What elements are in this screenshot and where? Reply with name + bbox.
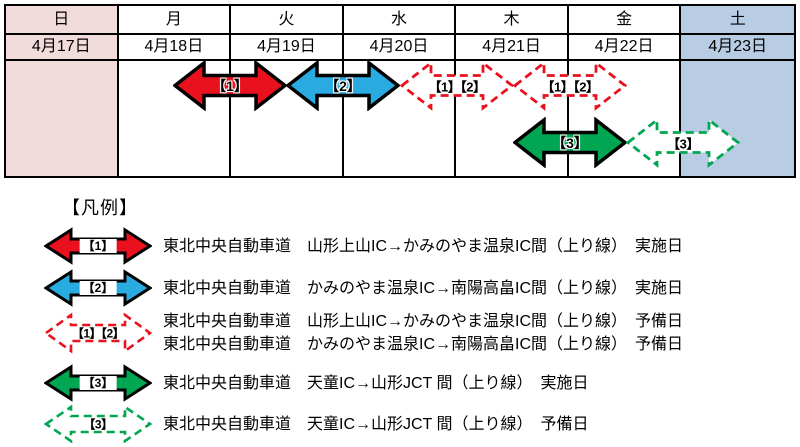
legend-title: 【凡例】 (62, 198, 138, 218)
legend-arrow-dashed-green-icon: 【3】 (43, 403, 153, 445)
legend-arrow-solid-red-icon: 【1】 (43, 227, 153, 265)
legend-item-work-3: 【3】 東北中央自動車道 天童IC→山形JCT 間（上り線） 実施日 (43, 364, 589, 402)
legend-arrow-solid-green-icon: 【3】 (43, 364, 153, 402)
weekday-cell-saturday: 土 (681, 6, 794, 35)
date-cell-monday: 4月18日 (118, 35, 232, 61)
legend-item-text: 東北中央自動車道 天童IC→山形JCT 間（上り線） 予備日 (163, 415, 589, 433)
legend-marker-label: 【1】【2】 (71, 326, 125, 341)
arrow-work-2: 【2】 (286, 60, 400, 111)
date-cell-saturday: 4月23日 (681, 35, 794, 61)
body-cell-saturday (681, 61, 794, 176)
legend-item-text: 東北中央自動車道 山形上山IC→かみのやま温泉IC間（上り線） 実施日 (163, 237, 684, 255)
legend-marker-label: 【2】 (79, 281, 117, 295)
body-cell-tuesday (231, 61, 344, 176)
date-cell-thursday: 4月21日 (456, 35, 569, 61)
legend-item-reserve-3: 【3】 東北中央自動車道 天童IC→山形JCT 間（上り線） 予備日 (43, 403, 589, 445)
arrow-label: 【1】 (212, 77, 248, 94)
date-cell-friday: 4月22日 (568, 35, 682, 61)
date-cell-wednesday: 4月20日 (343, 35, 457, 61)
arrow-label: 【3】 (552, 134, 588, 151)
arrow-label: 【2】 (325, 77, 361, 94)
legend-item-text: 東北中央自動車道 天童IC→山形JCT 間（上り線） 実施日 (163, 374, 589, 392)
double-arrow-solid-icon (286, 60, 400, 111)
double-arrow-solid-icon (513, 117, 627, 168)
arrow-work-1: 【1】 (173, 60, 287, 111)
body-cell-wednesday (344, 61, 457, 176)
body-cell-thursday (456, 61, 569, 176)
arrow-work-3: 【3】 (513, 117, 627, 168)
legend-arrow-dashed-red-icon: 【1】【2】 (43, 311, 153, 355)
legend-item-work-2: 【2】 東北中央自動車道 かみのやま温泉IC→南陽高畠IC間（上り線） 実施日 (43, 269, 684, 307)
legend-marker-label: 【1】 (79, 239, 117, 253)
schedule-calendar-table: 日 月 火 水 木 金 土 4月17日 4月18日 4月19日 4月20日 4月… (4, 4, 796, 178)
legend-arrow-solid-blue-icon: 【2】 (43, 269, 153, 307)
weekday-cell-thursday: 木 (456, 6, 569, 35)
legend-item-text: 東北中央自動車道 かみのやま温泉IC→南陽高畠IC間（上り線） 予備日 (163, 336, 684, 353)
arrow-label: 【3】 (667, 136, 699, 151)
body-cell-sunday (6, 61, 119, 176)
date-cell-sunday: 4月17日 (6, 35, 119, 61)
legend-item-work-1: 【1】 東北中央自動車道 山形上山IC→かみのやま温泉IC間（上り線） 実施日 (43, 227, 684, 265)
legend-item-reserve-1-2: 【1】【2】 東北中央自動車道 山形上山IC→かみのやま温泉IC間（上り線） 予… (43, 310, 684, 356)
double-arrow-dashed-icon (513, 60, 627, 111)
weekday-cell-friday: 金 (568, 6, 682, 35)
double-arrow-dashed-icon (400, 60, 514, 111)
legend-item-text: 東北中央自動車道 山形上山IC→かみのやま温泉IC間（上り線） 予備日 (163, 313, 684, 330)
legend-item-text: 東北中央自動車道 かみのやま温泉IC→南陽高畠IC間（上り線） 実施日 (163, 279, 684, 297)
arrow-reserve-1-2-b: 【1】【2】 (513, 60, 627, 111)
weekday-cell-tuesday: 火 (231, 6, 344, 35)
arrow-reserve-1-2-a: 【1】【2】 (400, 60, 514, 111)
legend-marker-label: 【3】 (79, 376, 117, 390)
body-cell-friday (569, 61, 682, 176)
weekday-cell-monday: 月 (118, 6, 232, 35)
weekday-cell-sunday: 日 (6, 6, 119, 35)
weekday-cell-wednesday: 水 (343, 6, 457, 35)
body-cell-monday (119, 61, 232, 176)
arrow-label: 【1】【2】 (428, 79, 486, 94)
legend-marker-label: 【3】 (83, 417, 113, 432)
arrow-reserve-3: 【3】 (626, 117, 740, 168)
double-arrow-solid-icon (173, 60, 287, 111)
date-cell-tuesday: 4月19日 (231, 35, 344, 61)
arrow-label: 【1】【2】 (541, 79, 599, 94)
double-arrow-dashed-icon (626, 117, 740, 168)
